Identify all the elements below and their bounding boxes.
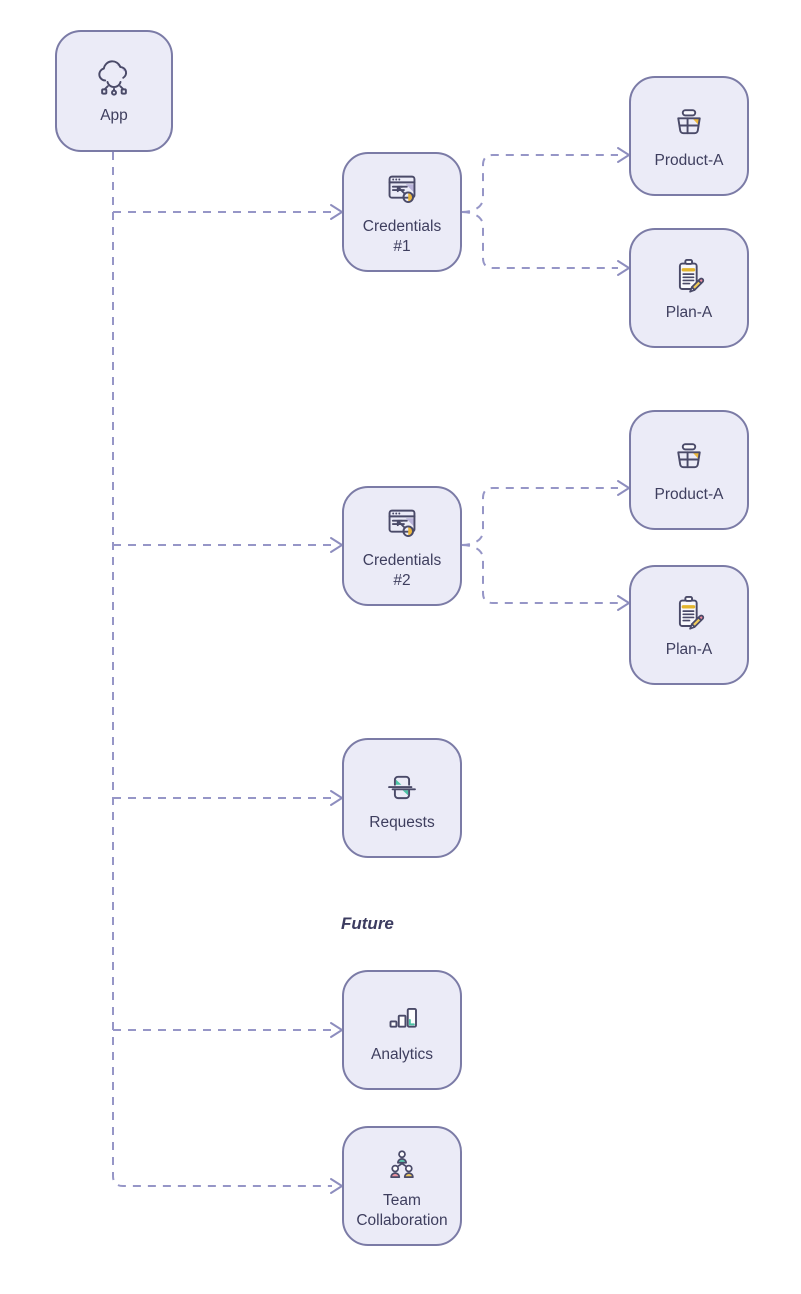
node-product-a-1-label: Product-A xyxy=(654,151,724,169)
edge-app-spine xyxy=(112,152,332,1187)
arrowhead xyxy=(617,147,630,163)
sync-exchange-icon xyxy=(379,764,425,810)
node-plan-a-1: Plan-A xyxy=(629,228,749,348)
clipboard-pencil-icon xyxy=(666,254,712,300)
edge-credentials1-planA xyxy=(461,211,618,269)
node-analytics: Analytics xyxy=(342,970,462,1090)
clipboard-pencil-icon xyxy=(666,591,712,637)
arrowhead xyxy=(330,204,343,220)
arrowhead xyxy=(617,260,630,276)
browser-key-icon xyxy=(379,502,425,548)
node-analytics-label: Analytics xyxy=(370,1045,434,1063)
node-product-a-1: Product-A xyxy=(629,76,749,196)
arrowhead xyxy=(617,595,630,611)
edge-credentials1-productA xyxy=(461,154,618,213)
browser-key-icon xyxy=(379,168,425,214)
node-product-a-2-label: Product-A xyxy=(654,485,724,503)
future-annotation: Future xyxy=(341,914,394,933)
arrowhead xyxy=(330,790,343,806)
node-credentials-1-label: Credentials #1 xyxy=(362,217,442,255)
node-requests: Requests xyxy=(342,738,462,858)
node-app-label: App xyxy=(100,106,128,124)
node-team-collaboration: Team Collaboration xyxy=(342,1126,462,1246)
node-plan-a-2-label: Plan-A xyxy=(665,640,713,658)
node-credentials-2: Credentials #2 xyxy=(342,486,462,606)
node-requests-label: Requests xyxy=(369,813,435,831)
bar-chart-icon xyxy=(379,996,425,1042)
arrowhead xyxy=(330,1022,343,1038)
arrowhead xyxy=(617,480,630,496)
shopping-basket-icon xyxy=(666,436,712,482)
arrowhead xyxy=(330,1178,343,1194)
arrowhead xyxy=(330,537,343,553)
node-app: App xyxy=(55,30,173,152)
node-product-a-2: Product-A xyxy=(629,410,749,530)
node-plan-a-1-label: Plan-A xyxy=(665,303,713,321)
node-credentials-2-label: Credentials #2 xyxy=(362,551,442,589)
team-org-icon xyxy=(379,1142,425,1188)
node-plan-a-2: Plan-A xyxy=(629,565,749,685)
cloud-network-icon xyxy=(91,57,137,103)
edge-credentials2-productA xyxy=(461,487,618,546)
node-credentials-1: Credentials #1 xyxy=(342,152,462,272)
shopping-basket-icon xyxy=(666,102,712,148)
edge-credentials2-planA xyxy=(461,544,618,604)
node-team-collaboration-label: Team Collaboration xyxy=(356,1191,448,1229)
